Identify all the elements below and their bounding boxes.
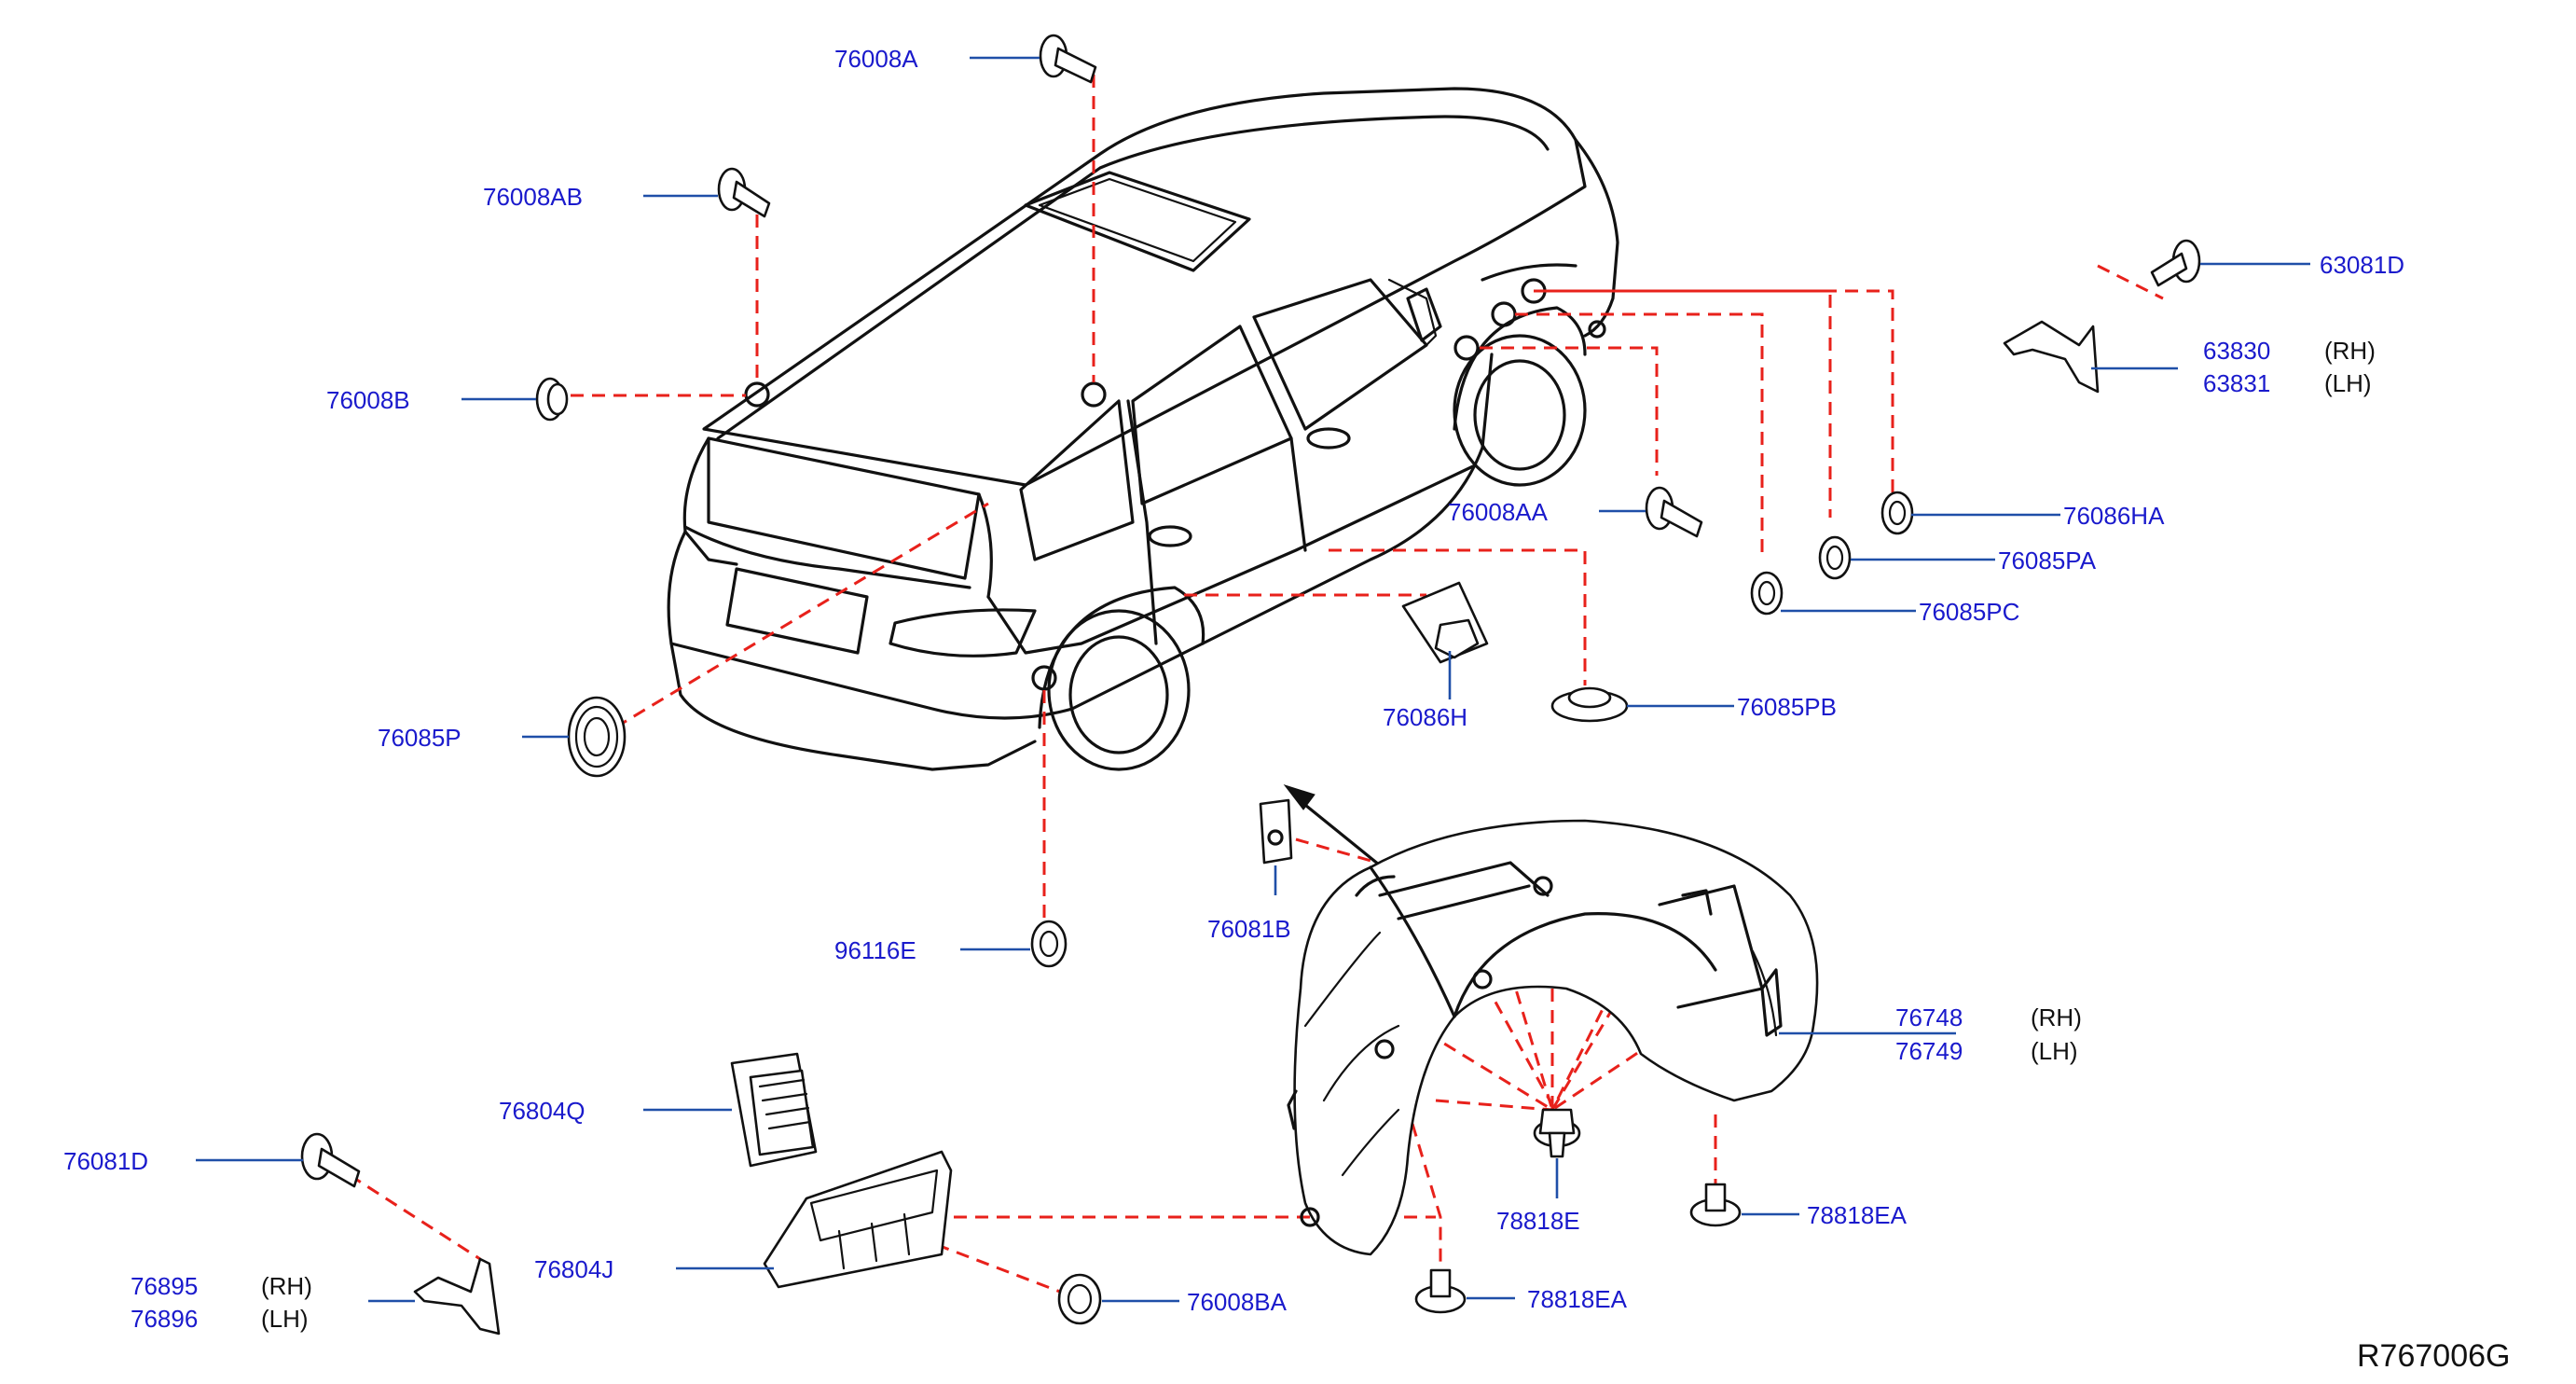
- grommet-icon-76085P: [567, 696, 627, 778]
- grommet-icon-76085PC: [1750, 571, 1784, 616]
- clip-icon-76008B: [535, 377, 569, 422]
- clip-icon-76081B: [1259, 798, 1293, 865]
- side-label-76749: (LH): [2031, 1037, 2078, 1065]
- label-76081B: 76081B: [1207, 915, 1291, 943]
- bracket-icon-63830: [2003, 320, 2100, 394]
- label-78818EA-lower: 78818EA: [1527, 1285, 1628, 1313]
- block-icon-76804Q: [730, 1052, 818, 1168]
- nut-icon-76008BA: [1057, 1273, 1102, 1325]
- grommet-icon-96116E: [1030, 920, 1068, 968]
- label-78818EA-upper: 78818EA: [1807, 1201, 1908, 1229]
- label-63081D: 63081D: [2320, 251, 2404, 279]
- bolt-icon-76081D: [300, 1132, 361, 1188]
- clip-icon-78818EA-upper: [1689, 1183, 1742, 1227]
- bolt-icon-63081D: [2150, 239, 2201, 287]
- label-76085P: 76085P: [378, 724, 461, 752]
- label-76085PC: 76085PC: [1919, 598, 2019, 626]
- bolt-icon-76008AA: [1645, 486, 1703, 538]
- clip-icon-78818E: [1533, 1108, 1581, 1158]
- side-label-63830: (RH): [2324, 337, 2376, 365]
- grommet-icon-76086HA: [1880, 491, 1914, 535]
- label-76749: 76749: [1895, 1037, 1963, 1065]
- bracket-icon-76804J: [763, 1150, 953, 1289]
- part-labels: 76008A 76008AB 76008B 76085P 96116E 7608…: [63, 45, 2404, 1333]
- side-label-63831: (LH): [2324, 369, 2372, 397]
- side-label-76748: (RH): [2031, 1003, 2082, 1031]
- label-76804J: 76804J: [534, 1255, 613, 1283]
- dashed-connections: [349, 75, 2164, 1298]
- label-76081D: 76081D: [63, 1147, 148, 1175]
- bracket-icon-76086H: [1401, 581, 1489, 664]
- label-76008AB: 76008AB: [483, 183, 583, 211]
- side-labels: (RH) (LH) (RH) (LH) (RH) (LH): [261, 337, 2376, 1333]
- diagram-id: R767006G: [2357, 1338, 2510, 1374]
- side-label-76895: (RH): [261, 1272, 312, 1300]
- label-76008AA: 76008AA: [1448, 498, 1549, 526]
- label-76895: 76895: [131, 1272, 198, 1300]
- leader-lines: [196, 56, 2310, 1303]
- label-76085PA: 76085PA: [1998, 547, 2097, 574]
- label-96116E: 96116E: [834, 936, 916, 964]
- label-63831: 63831: [2203, 369, 2270, 397]
- vehicle-body-illustration: [667, 87, 1619, 771]
- grommet-icon-76085PB: [1550, 686, 1629, 723]
- label-76896: 76896: [131, 1305, 198, 1333]
- bracket-icon-76895: [413, 1257, 501, 1336]
- label-63830: 63830: [2203, 337, 2270, 365]
- bolt-icon-76008AB: [717, 167, 771, 218]
- fender-liner-illustration: [1287, 819, 1819, 1256]
- bolt-icon-76008A: [1039, 34, 1097, 84]
- label-76008BA: 76008BA: [1187, 1288, 1288, 1316]
- label-78818E: 78818E: [1496, 1207, 1580, 1235]
- label-76085PB: 76085PB: [1737, 693, 1837, 721]
- label-76804Q: 76804Q: [499, 1097, 585, 1125]
- label-76086HA: 76086HA: [2063, 502, 2165, 530]
- label-76748: 76748: [1895, 1003, 1963, 1031]
- fastener-icons: [300, 34, 2201, 1336]
- label-76086H: 76086H: [1383, 703, 1467, 731]
- grommet-icon-76085PA: [1818, 535, 1852, 580]
- label-76008A: 76008A: [834, 45, 918, 73]
- clip-icon-78818EA-lower: [1414, 1268, 1467, 1314]
- label-76008B: 76008B: [326, 386, 410, 414]
- side-label-76896: (LH): [261, 1305, 309, 1333]
